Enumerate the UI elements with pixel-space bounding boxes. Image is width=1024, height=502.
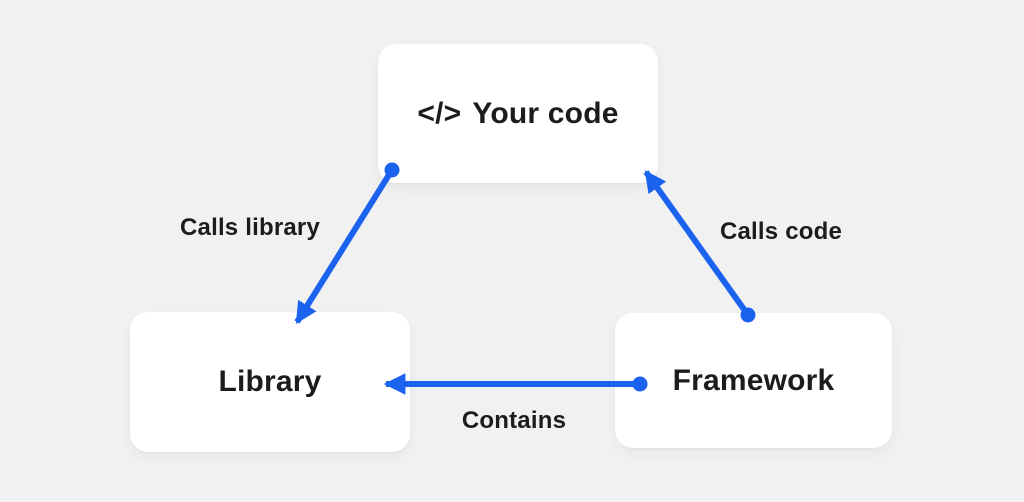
edge-label-contains: Contains: [461, 407, 567, 434]
node-library-label: Library: [218, 365, 322, 398]
edge-label-calls-library: Calls library: [179, 214, 321, 241]
edge-calls-library-arrow: [294, 162, 400, 324]
node-framework: Framework: [615, 313, 892, 448]
node-your-code-label: Your code: [472, 96, 619, 130]
edge-calls-code-arrow: [643, 170, 756, 323]
node-framework-label: Framework: [672, 363, 835, 397]
edge-label-calls-code: Calls code: [719, 218, 843, 245]
node-library: Library: [130, 312, 410, 452]
code-icon: </>: [417, 96, 462, 130]
edge-contains-arrow: [383, 373, 648, 395]
node-your-code: </> Your code: [378, 44, 658, 183]
